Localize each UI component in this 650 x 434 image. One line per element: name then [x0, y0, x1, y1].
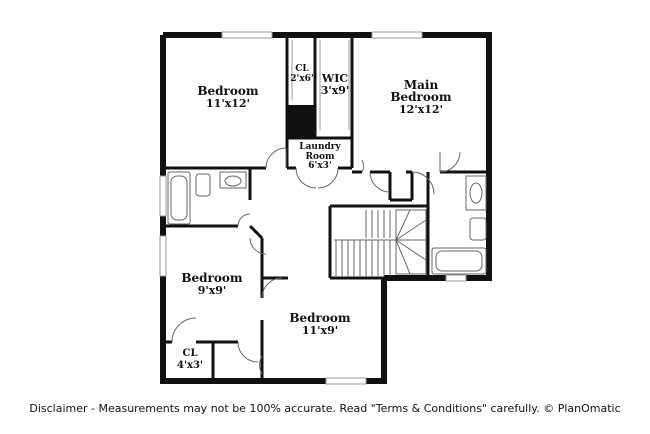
room-label-laundry-line1: Laundry: [299, 142, 341, 152]
room-label-bedroom-sw-name: Bedroom: [181, 271, 242, 285]
door-swings: [171, 147, 461, 375]
room-label-main-bedroom-size: 12'x12': [399, 103, 443, 116]
disclaimer-text: Disclaimer - Measurements may not be 100…: [29, 402, 621, 415]
room-label-bedroom-s-name: Bedroom: [289, 311, 350, 325]
staircase: [334, 209, 427, 276]
room-label-bedroom-s-size: 11'x9': [302, 324, 338, 337]
room-label-bedroom-sw-size: 9'x9': [198, 284, 227, 297]
room-label-closet-bottom-size: 4'x3': [177, 360, 203, 371]
room-label-laundry-size: 6'x3': [308, 161, 331, 171]
room-label-main-bedroom-line1: Main: [404, 78, 439, 92]
room-label-closet-bottom-name: CL: [183, 348, 198, 359]
windows: [159, 31, 467, 385]
room-label-closet-top-size: 2'x6': [290, 74, 313, 84]
room-label-main-bedroom-line2: Bedroom: [390, 90, 451, 104]
room-label-wic-size: 3'x9': [321, 84, 350, 97]
room-label-bedroom-nw-name: Bedroom: [197, 84, 258, 98]
room-label-wic-name: WIC: [321, 72, 348, 85]
bath-fixtures: [167, 171, 487, 275]
closet-doors: [291, 40, 350, 130]
room-label-bedroom-nw-size: 11'x12': [206, 97, 250, 110]
chase-block: [288, 105, 315, 138]
room-label-closet-top-name: CL: [295, 64, 309, 74]
room-label-laundry-line2: Room: [305, 152, 334, 162]
